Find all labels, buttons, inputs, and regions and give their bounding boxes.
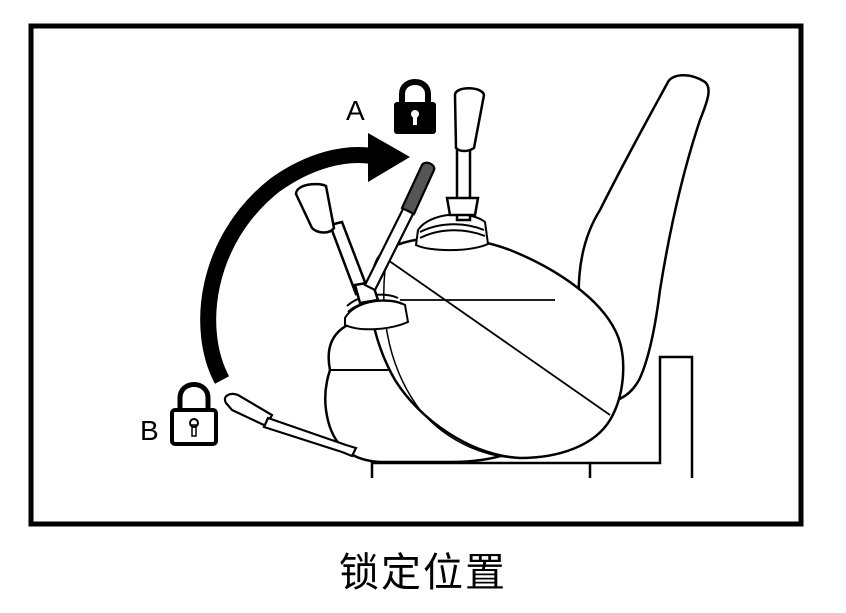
joystick-boot-raised [414, 213, 490, 252]
joystick-raised [445, 87, 486, 222]
locked-padlock-icon [394, 79, 436, 134]
lock-lever-lowered [223, 392, 358, 458]
unlocked-padlock-icon [170, 382, 218, 446]
position-a-label: A [346, 95, 365, 126]
seat-back [577, 74, 710, 403]
lock-lever-raised [363, 161, 436, 292]
diagram-frame [28, 23, 804, 527]
curved-arrow-icon [200, 133, 410, 384]
position-b-label: B [140, 415, 159, 446]
figure-caption: 锁定位置 [339, 550, 507, 596]
